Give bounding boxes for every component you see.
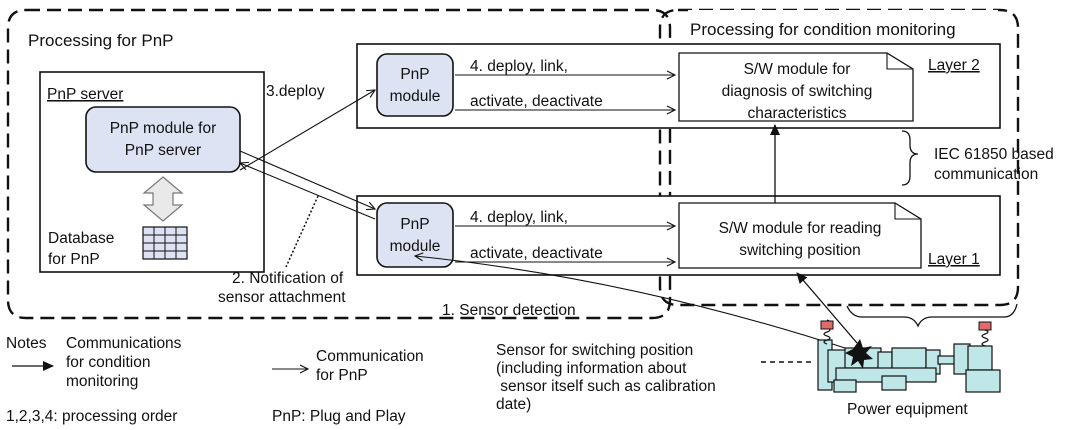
cm-region-border	[658, 8, 1020, 307]
legend-pnp-line1: Communication	[316, 348, 424, 365]
iec-brace	[901, 130, 919, 186]
database-label-line1: Database	[48, 230, 114, 247]
module-database-double-arrow	[142, 176, 184, 222]
layer1-sw-module[interactable]	[678, 202, 922, 269]
notes-title: Notes	[6, 335, 47, 352]
notification-callout	[285, 195, 319, 268]
iec-label-line1: IEC 61850 based	[934, 146, 1054, 163]
legend-pnp-abbreviation: PnP: Plug and Play	[272, 408, 406, 425]
deploy-arrow-to-layer2	[239, 90, 375, 171]
layer1-sw-line2: switching position	[739, 242, 860, 259]
server-module-line2: PnP server	[125, 142, 201, 159]
deploy-arrow-to-layer1	[239, 150, 375, 209]
layer2-sw-line2: diagnosis of switching	[722, 83, 873, 100]
database-grid-icon	[142, 226, 188, 260]
pnp-region-border	[6, 8, 672, 320]
notification-label-line1: 2. Notification of	[232, 270, 344, 287]
legend-cm-line3: monitoring	[66, 373, 138, 390]
layer2-actions-line2: activate, deactivate	[470, 93, 603, 110]
server-module-line1: PnP module for	[110, 120, 217, 137]
legend-cm-line2: for condition	[66, 354, 150, 371]
sensor-detection-arrow	[415, 256, 849, 350]
layer1-actions-line1: 4. deploy, link,	[470, 209, 568, 226]
legend-pnp-line2: for PnP	[316, 367, 368, 384]
layer2-sw-line3: characteristics	[747, 105, 846, 122]
layer2-pnp-module[interactable]	[376, 53, 454, 117]
sensor-detection-label: 1. Sensor detection	[442, 302, 576, 319]
notification-label-line2: sensor attachment	[218, 289, 346, 306]
layer1-pnp-module-line2: module	[390, 238, 441, 255]
equipment-brace	[846, 303, 1018, 328]
cm-arrow-sensor-to-layer1	[796, 272, 858, 344]
database-label-line2: for PnP	[48, 251, 100, 268]
layer2-pnp-module-line2: module	[390, 88, 441, 105]
layer2-sw-module[interactable]	[678, 52, 914, 122]
layer1-actions-line2: activate, deactivate	[470, 245, 603, 262]
power-equipment-label: Power equipment	[847, 401, 968, 418]
layer2-label: Layer 2	[928, 57, 980, 74]
notification-arrow	[240, 163, 376, 220]
sensor-label-line1: Sensor for switching position	[496, 342, 693, 359]
sensor-label-line3: sensor itself such as calibration	[496, 378, 716, 395]
sensor-label-line2: (including information about	[496, 360, 687, 377]
layer1-sw-line1: S/W module for reading	[719, 220, 882, 237]
layer2-actions-line1: 4. deploy, link,	[470, 58, 568, 75]
pnp-server-title: PnP server	[47, 86, 123, 103]
server-pnp-module[interactable]	[85, 106, 241, 173]
layer2-sw-line1: S/W module for	[744, 61, 851, 78]
sensor-label-line4: date)	[496, 396, 531, 413]
layer2-pnp-module-line1: PnP	[400, 66, 429, 83]
sensor-star-icon	[845, 339, 873, 369]
power-equipment-illustration	[761, 319, 1001, 393]
layer1-label: Layer 1	[928, 251, 980, 268]
cm-region-label: Processing for condition monitoring	[690, 20, 956, 39]
layer1-pnp-module-line1: PnP	[400, 216, 429, 233]
legend-processing-order: 1,2,3,4: processing order	[6, 408, 177, 425]
pnp-region-label: Processing for PnP	[28, 31, 174, 50]
layer1-pnp-module[interactable]	[376, 202, 454, 268]
iec-label-line2: communication	[934, 166, 1038, 183]
deploy-label: 3.deploy	[266, 83, 325, 100]
legend-cm-line1: Communications	[66, 335, 182, 352]
